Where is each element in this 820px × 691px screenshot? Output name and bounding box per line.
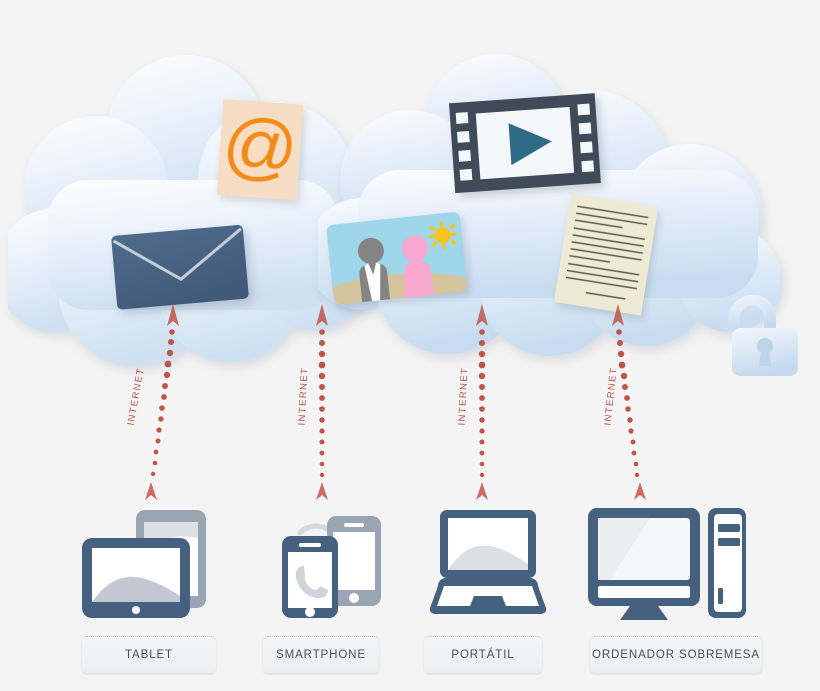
label-chip-laptop[interactable]: PORTÁTIL (424, 636, 542, 673)
label-text-tablet: TABLET (124, 649, 173, 661)
laptop-icon (428, 508, 548, 616)
at-glyph: @ (220, 102, 301, 190)
connector-desktop: INTERNET (602, 302, 662, 512)
envelope-icon (106, 216, 258, 318)
label-text-smartphone: SMARTPHONE (276, 649, 366, 661)
open-padlock-icon (712, 276, 808, 376)
label-text-desktop: ORDENADOR SOBREMESA (592, 649, 760, 661)
label-text-laptop: PORTÁTIL (451, 649, 515, 661)
connector-tablet: INTERNET (125, 302, 185, 512)
video-film-icon (445, 87, 610, 202)
text-document-icon (547, 188, 672, 321)
tablet-icon (78, 508, 218, 620)
label-chip-tablet[interactable]: TABLET (82, 636, 216, 673)
label-chip-desktop[interactable]: ORDENADOR SOBREMESA (590, 636, 762, 673)
connector-laptop: INTERNET (452, 302, 512, 512)
play-triangle-icon (508, 123, 552, 166)
connector-smartphone: INTERNET (290, 302, 350, 512)
smartphone-icon (274, 504, 384, 620)
label-chip-smartphone[interactable]: SMARTPHONE (263, 636, 379, 673)
email-at-card-icon: @ (210, 95, 317, 206)
desktop-icon (586, 504, 746, 622)
photo-picture-icon (324, 207, 475, 313)
